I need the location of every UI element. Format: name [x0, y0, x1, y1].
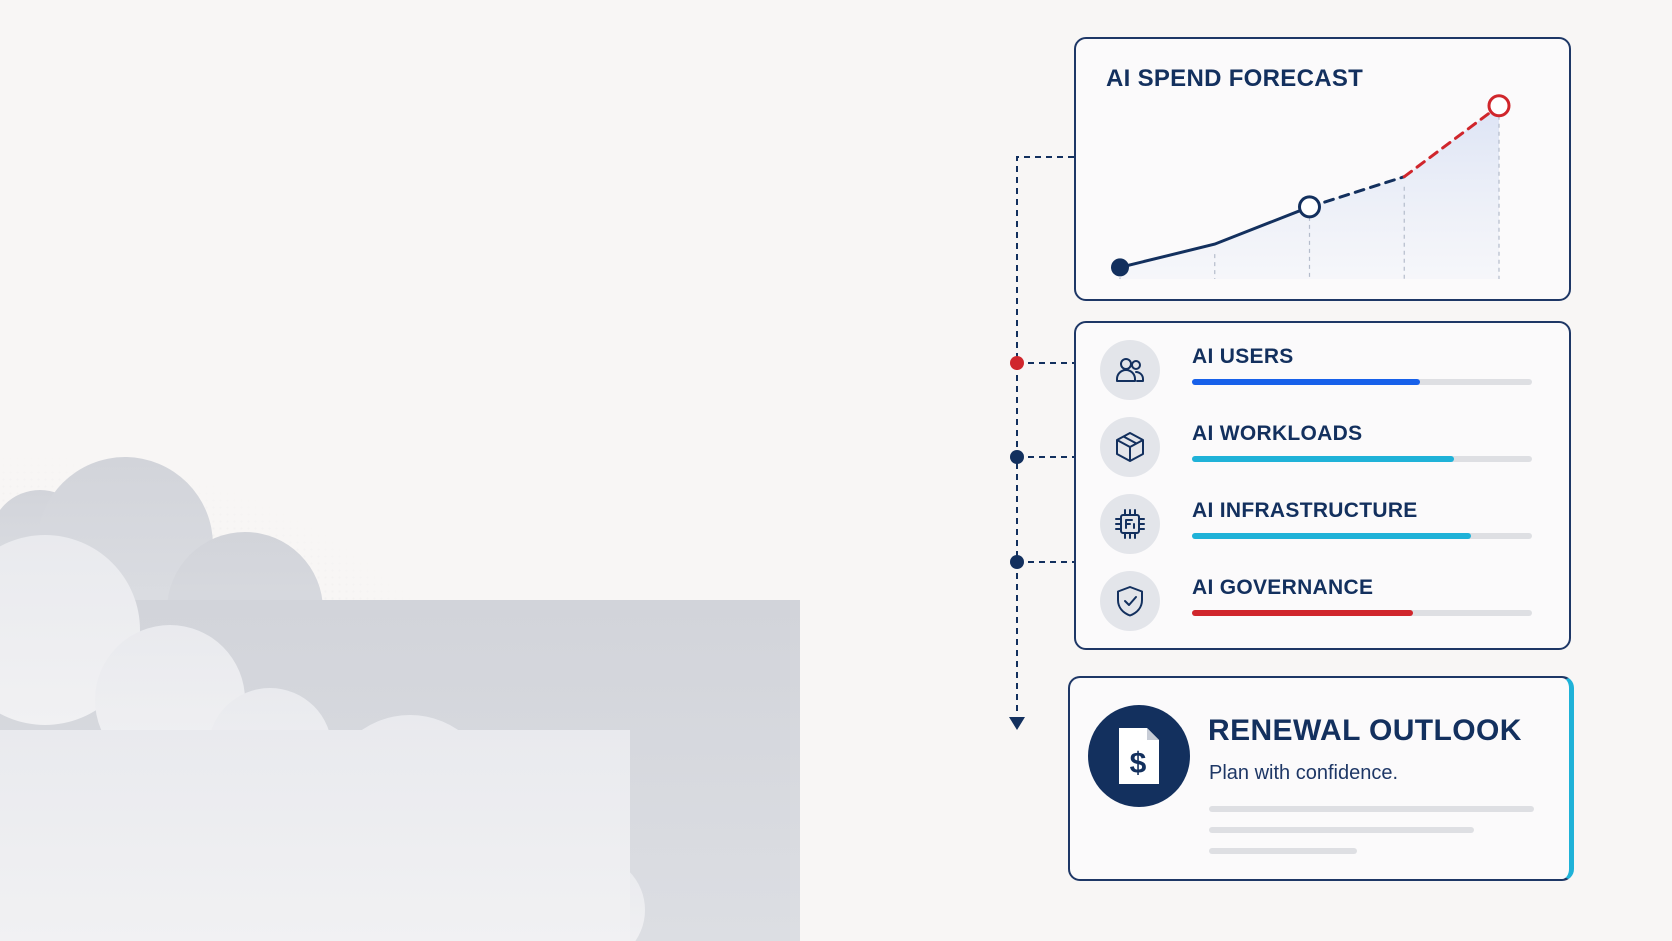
placeholder-line — [1209, 827, 1474, 833]
dollar-document-icon: $ — [1088, 705, 1190, 807]
metric-label: AI INFRASTRUCTURE — [1192, 499, 1418, 522]
metric-row-ai-governance: AI GOVERNANCE — [1100, 571, 1540, 635]
metric-row-ai-workloads: AI WORKLOADS — [1100, 417, 1540, 481]
progress-track — [1192, 610, 1532, 616]
shield-check-icon — [1100, 571, 1160, 631]
forecast-data-point — [1298, 195, 1321, 219]
forecast-chart — [1111, 94, 1511, 279]
forecast-series-line — [1118, 205, 1311, 269]
users-icon — [1100, 340, 1160, 400]
forecast-series-line — [1402, 104, 1501, 179]
progress-track — [1192, 456, 1532, 462]
metric-label: AI WORKLOADS — [1192, 422, 1363, 445]
progress-track — [1192, 533, 1532, 539]
connector-trunk — [1016, 156, 1074, 715]
forecast-series-line — [1308, 175, 1406, 209]
renewal-card: $ RENEWAL OUTLOOK Plan with confidence. — [1068, 676, 1574, 881]
metric-label: AI GOVERNANCE — [1192, 576, 1374, 599]
forecast-card: AI SPEND FORECAST — [1074, 37, 1571, 301]
svg-text:$: $ — [1130, 747, 1147, 780]
progress-track — [1192, 379, 1532, 385]
forecast-data-point — [1111, 258, 1129, 277]
progress-fill — [1192, 456, 1454, 462]
forecast-title: AI SPEND FORECAST — [1106, 65, 1364, 92]
metric-row-ai-users: AI USERS — [1100, 340, 1540, 404]
progress-fill — [1192, 533, 1471, 539]
connector-node — [1010, 555, 1024, 569]
forecast-data-point — [1487, 94, 1511, 118]
metrics-card: AI USERS AI WORKLOADS AI I — [1074, 321, 1571, 650]
down-arrow-icon — [1009, 717, 1025, 730]
progress-fill — [1192, 379, 1420, 385]
renewal-subtitle: Plan with confidence. — [1209, 762, 1399, 784]
progress-fill — [1192, 610, 1413, 616]
connector-node — [1010, 356, 1024, 370]
cube-icon — [1100, 417, 1160, 477]
placeholder-line — [1209, 806, 1534, 812]
cloud-front — [0, 535, 645, 941]
connector-node — [1010, 450, 1024, 464]
placeholder-line — [1209, 848, 1357, 854]
chip-icon — [1100, 494, 1160, 554]
renewal-title: RENEWAL OUTLOOK — [1208, 714, 1522, 747]
metric-label: AI USERS — [1192, 345, 1294, 368]
metric-row-ai-infrastructure: AI INFRASTRUCTURE — [1100, 494, 1540, 558]
